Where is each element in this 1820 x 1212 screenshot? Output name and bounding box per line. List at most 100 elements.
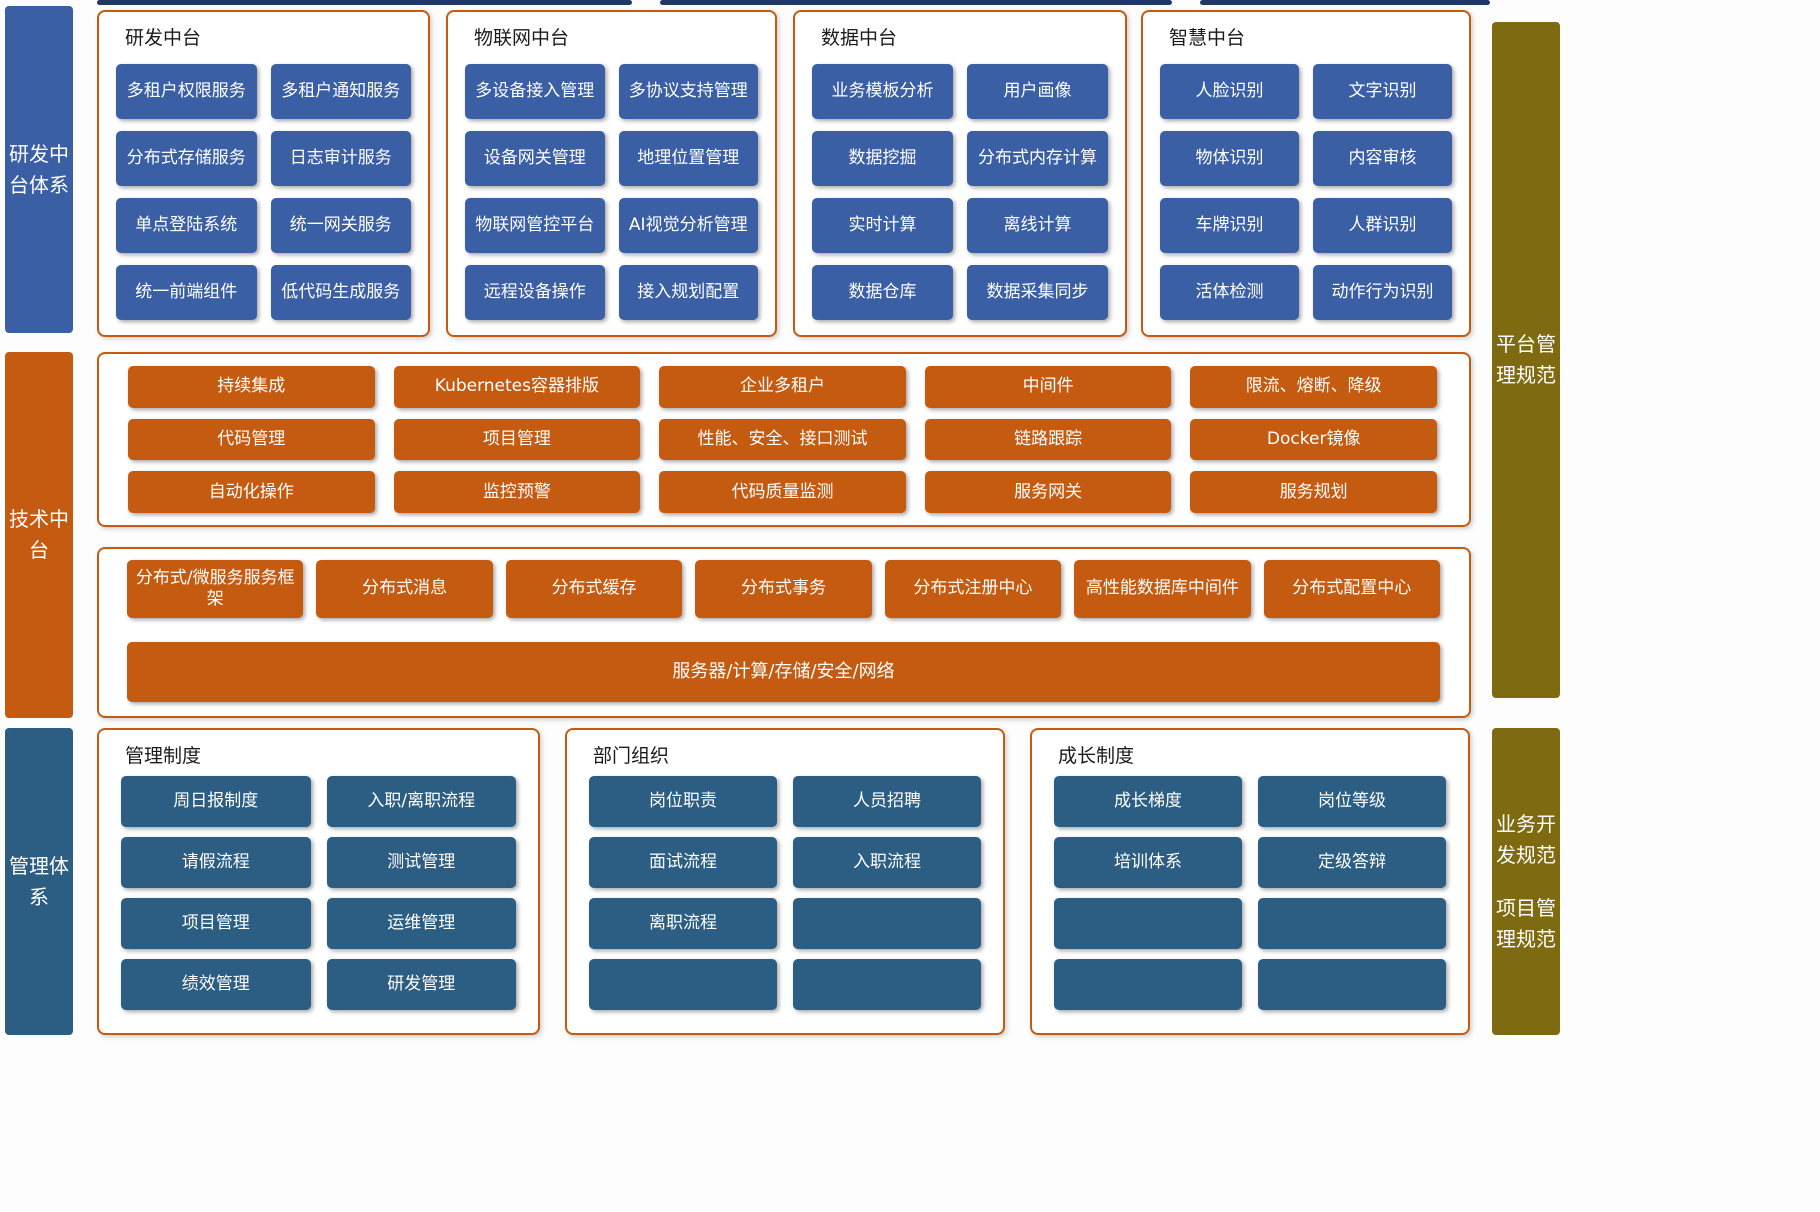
diagram-button: 物体识别	[1160, 131, 1299, 186]
diagram-button: 企业多租户	[659, 366, 906, 408]
diagram-button: Docker镜像	[1190, 418, 1437, 461]
rail-mgmt-system: 管理体系	[5, 728, 73, 1035]
panel-title: 部门组织	[593, 745, 670, 767]
diagram-button: 多协议支持管理	[618, 64, 758, 119]
rail-tech-center: 技术中台	[5, 352, 73, 718]
diagram-button: 绩效管理	[121, 959, 311, 1010]
panel-data-center: 数据中台 业务模板分析 用户画像 数据挖掘 分布式内存计算 实时计算 离线计算 …	[793, 10, 1127, 337]
diagram-button: 物联网管控平台	[465, 198, 605, 253]
rail-label: 平台管理规范	[1496, 332, 1556, 387]
diagram-button: 项目管理	[393, 418, 641, 461]
diagram-button: 中间件	[924, 366, 1172, 408]
diagram-button	[1054, 898, 1242, 949]
button-grid: 业务模板分析 用户画像 数据挖掘 分布式内存计算 实时计算 离线计算 数据仓库 …	[812, 64, 1108, 320]
diagram-button: 离线计算	[967, 198, 1108, 253]
panel-rd-center: 研发中台 多租户权限服务 多租户通知服务 分布式存储服务 日志审计服务 单点登陆…	[97, 10, 430, 337]
top-accent-bar-segment	[660, 0, 1172, 5]
button-grid: 持续集成 Kubernetes容器排版 企业多租户 中间件 限流、熔断、降级 代…	[128, 366, 1437, 513]
top-accent-bar-segment	[1200, 0, 1490, 5]
diagram-button: 性能、安全、接口测试	[659, 418, 906, 461]
diagram-button: 服务网关	[924, 471, 1172, 513]
diagram-button: 分布式配置中心	[1263, 560, 1440, 618]
diagram-button: 人脸识别	[1160, 64, 1299, 119]
rail-label: 研发中台体系	[9, 141, 69, 197]
diagram-button: 测试管理	[326, 837, 516, 888]
diagram-button: 培训体系	[1054, 837, 1242, 888]
button-grid: 多设备接入管理 多协议支持管理 设备网关管理 地理位置管理 物联网管控平台 AI…	[465, 64, 758, 320]
diagram-button: 分布式内存计算	[967, 131, 1108, 186]
diagram-button: 分布式存储服务	[116, 131, 257, 186]
diagram-button: 日志审计服务	[270, 131, 411, 186]
diagram-button: 多设备接入管理	[465, 64, 605, 119]
diagram-button: 人群识别	[1313, 198, 1452, 253]
diagram-button: 用户画像	[967, 64, 1108, 119]
panel-title: 智慧中台	[1169, 27, 1246, 49]
diagram-button: 接入规划配置	[618, 265, 758, 320]
diagram-button	[589, 959, 777, 1010]
diagram-button: 分布式注册中心	[884, 560, 1062, 618]
panel-title: 成长制度	[1058, 745, 1135, 767]
diagram-button: 持续集成	[128, 366, 375, 408]
diagram-button: 研发管理	[326, 959, 516, 1010]
diagram-button: 地理位置管理	[618, 131, 758, 186]
infrastructure-bar: 服务器/计算/存储/安全/网络	[127, 642, 1440, 702]
diagram-button: 单点登陆系统	[116, 198, 257, 253]
rail-label: 技术中台	[9, 507, 69, 562]
diagram-button: 离职流程	[589, 898, 777, 949]
rail-rd-platform-system: 研发中台体系	[5, 6, 73, 333]
diagram-button: 周日报制度	[121, 776, 311, 827]
diagram-button: 分布式/微服务服务框架	[127, 560, 304, 618]
diagram-button: 入职流程	[793, 837, 981, 888]
panel-title: 研发中台	[125, 27, 202, 49]
rail-biz-dev-spec: 业务开发规范 项目管理规范	[1492, 728, 1560, 1035]
diagram-button: 岗位职责	[589, 776, 777, 827]
diagram-button: 数据采集同步	[967, 265, 1108, 320]
panel-dept-org: 部门组织 岗位职责 人员招聘 面试流程 入职流程 离职流程	[565, 728, 1005, 1035]
diagram-button: 业务模板分析	[812, 64, 953, 119]
diagram-button: 分布式事务	[695, 560, 872, 618]
diagram-button: 代码质量监测	[659, 471, 906, 513]
button-grid: 多租户权限服务 多租户通知服务 分布式存储服务 日志审计服务 单点登陆系统 统一…	[116, 64, 411, 320]
diagram-button: 实时计算	[812, 198, 953, 253]
panel-infrastructure: 分布式/微服务服务框架 分布式消息 分布式缓存 分布式事务 分布式注册中心 高性…	[97, 547, 1471, 718]
diagram-button: 数据仓库	[812, 265, 953, 320]
diagram-button: 定级答辩	[1258, 837, 1446, 888]
diagram-button: 分布式缓存	[505, 560, 683, 618]
diagram-button: 数据挖掘	[812, 131, 953, 186]
diagram-button: 远程设备操作	[465, 265, 605, 320]
panel-tech-grid: 持续集成 Kubernetes容器排版 企业多租户 中间件 限流、熔断、降级 代…	[97, 352, 1471, 527]
rail-label: 业务开发规范	[1496, 811, 1556, 867]
diagram-button: 请假流程	[121, 837, 311, 888]
diagram-button: 人员招聘	[793, 776, 981, 827]
diagram-button: 服务规划	[1190, 471, 1437, 513]
diagram-button: 内容审核	[1313, 131, 1452, 186]
panel-iot-center: 物联网中台 多设备接入管理 多协议支持管理 设备网关管理 地理位置管理 物联网管…	[446, 10, 777, 337]
diagram-button: 自动化操作	[128, 471, 375, 513]
diagram-button: 监控预警	[393, 471, 641, 513]
diagram-button: 统一网关服务	[270, 198, 411, 253]
panel-growth-rules: 成长制度 成长梯度 岗位等级 培训体系 定级答辩	[1030, 728, 1470, 1035]
diagram-button: 链路跟踪	[924, 418, 1172, 461]
diagram-button: 项目管理	[121, 898, 311, 949]
diagram-button: 车牌识别	[1160, 198, 1299, 253]
diagram-button: 活体检测	[1160, 265, 1299, 320]
diagram-button	[1054, 959, 1242, 1010]
diagram-button: 代码管理	[128, 418, 375, 461]
rail-label: 项目管理规范	[1496, 895, 1556, 951]
diagram-button: 动作行为识别	[1313, 265, 1452, 320]
diagram-button: 分布式消息	[316, 560, 493, 618]
diagram-button: 统一前端组件	[116, 265, 257, 320]
button-grid: 人脸识别 文字识别 物体识别 内容审核 车牌识别 人群识别 活体检测 动作行为识…	[1160, 64, 1452, 320]
diagram-button: 高性能数据库中间件	[1074, 560, 1251, 618]
button-grid: 岗位职责 人员招聘 面试流程 入职流程 离职流程	[589, 776, 981, 1010]
button-grid: 成长梯度 岗位等级 培训体系 定级答辩	[1054, 776, 1446, 1010]
diagram-button: 多租户通知服务	[270, 64, 411, 119]
diagram-button: 入职/离职流程	[326, 776, 516, 827]
diagram-button: 文字识别	[1313, 64, 1452, 119]
panel-ai-center: 智慧中台 人脸识别 文字识别 物体识别 内容审核 车牌识别 人群识别 活体检测 …	[1141, 10, 1471, 337]
diagram-button	[793, 898, 981, 949]
diagram-button	[793, 959, 981, 1010]
diagram-button: 限流、熔断、降级	[1190, 366, 1437, 408]
diagram-button: AI视觉分析管理	[618, 198, 758, 253]
